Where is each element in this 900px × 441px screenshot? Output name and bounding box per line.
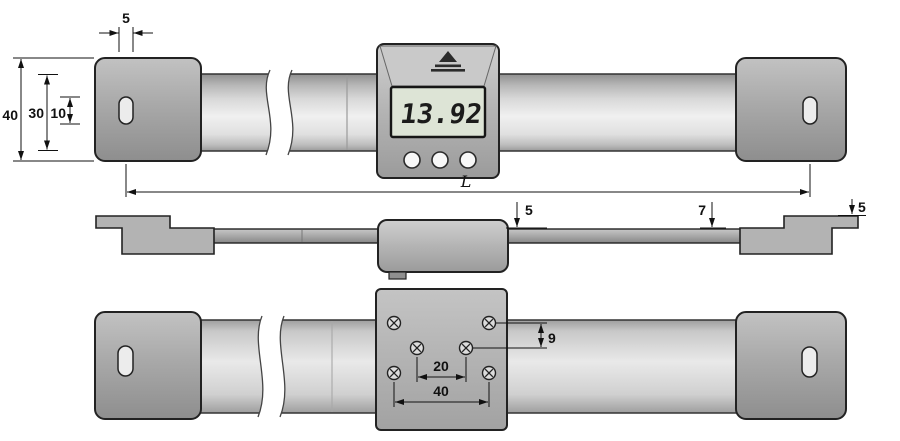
screw-icon xyxy=(386,365,402,381)
mounting-block-right-back xyxy=(735,311,847,420)
mounting-slot-right xyxy=(802,96,818,125)
dim-screw-row-offset: 9 xyxy=(473,322,556,349)
dim-inner-screw-spacing-label: 20 xyxy=(433,358,449,374)
break-line xyxy=(265,69,272,156)
dim-overall-height: 40 xyxy=(2,57,94,162)
mounting-bracket-right xyxy=(739,215,859,255)
mounting-slot-left-back xyxy=(117,345,134,377)
mounting-bracket-left xyxy=(95,215,215,255)
mounting-slot-left xyxy=(118,96,134,125)
display-button xyxy=(459,151,477,169)
dim-overall-height-label: 40 xyxy=(2,107,18,123)
mounting-block-left xyxy=(94,57,202,162)
screw-icon xyxy=(481,315,497,331)
screw-icon xyxy=(458,340,474,356)
screw-slot xyxy=(484,318,494,328)
top-plan-view: 5 7 5 xyxy=(95,199,866,280)
dim-beam-thickness: 5 xyxy=(506,202,547,229)
break-line xyxy=(287,69,294,156)
screw-slot xyxy=(389,368,399,378)
screw-slot xyxy=(461,343,471,353)
dim-bracket-thickness: 5 xyxy=(838,199,866,216)
break-line xyxy=(257,315,264,418)
dim-screw-row-offset-label: 9 xyxy=(548,330,556,346)
back-view: 20 40 9 xyxy=(94,288,847,431)
dim-outer-screw-spacing-label: 40 xyxy=(433,383,449,399)
dim-head-thickness-label: 7 xyxy=(698,202,706,218)
logo-bar xyxy=(435,64,461,68)
beam-break-gap xyxy=(258,316,285,417)
logo-triangle xyxy=(439,51,457,62)
screw-slot xyxy=(412,343,422,353)
dim-slot-width-label: 5 xyxy=(122,10,130,26)
dim-beam-height: 30 xyxy=(28,74,58,151)
display-button xyxy=(431,151,449,169)
screw-slot xyxy=(484,368,494,378)
lcd-display xyxy=(389,85,487,139)
beam-break-gap xyxy=(266,70,293,155)
dim-slot-height: 10 xyxy=(50,96,80,125)
brand-logo-icon xyxy=(431,51,465,72)
screw-icon xyxy=(481,365,497,381)
screw-slot xyxy=(389,318,399,328)
lcd-value: 13.92 xyxy=(398,99,484,130)
dim-beam-thickness-label: 5 xyxy=(525,202,533,218)
mounting-block-left-back xyxy=(94,311,202,420)
break-line xyxy=(279,315,286,418)
dim-length-label: L xyxy=(460,172,472,191)
dim-slot-height-label: 10 xyxy=(50,105,66,121)
connector-tab xyxy=(388,271,407,280)
mounting-block-right xyxy=(735,57,847,162)
logo-bar xyxy=(431,69,465,72)
mounting-plate xyxy=(375,288,508,431)
display-unit-edge xyxy=(377,219,509,273)
dim-bracket-thickness-label: 5 xyxy=(858,199,866,215)
dim-beam-height-label: 30 xyxy=(28,105,44,121)
front-view: 13.92 5 40 30 xyxy=(2,10,847,197)
screw-icon xyxy=(409,340,425,356)
display-button xyxy=(403,151,421,169)
dim-outer-screw-spacing: 40 xyxy=(393,382,490,407)
dim-inner-screw-spacing: 20 xyxy=(416,357,467,382)
mounting-slot-right-back xyxy=(801,346,818,378)
screw-icon xyxy=(386,315,402,331)
dim-head-thickness: 7 xyxy=(698,202,726,229)
dim-length: L xyxy=(125,164,811,197)
dim-slot-width: 5 xyxy=(99,10,153,52)
